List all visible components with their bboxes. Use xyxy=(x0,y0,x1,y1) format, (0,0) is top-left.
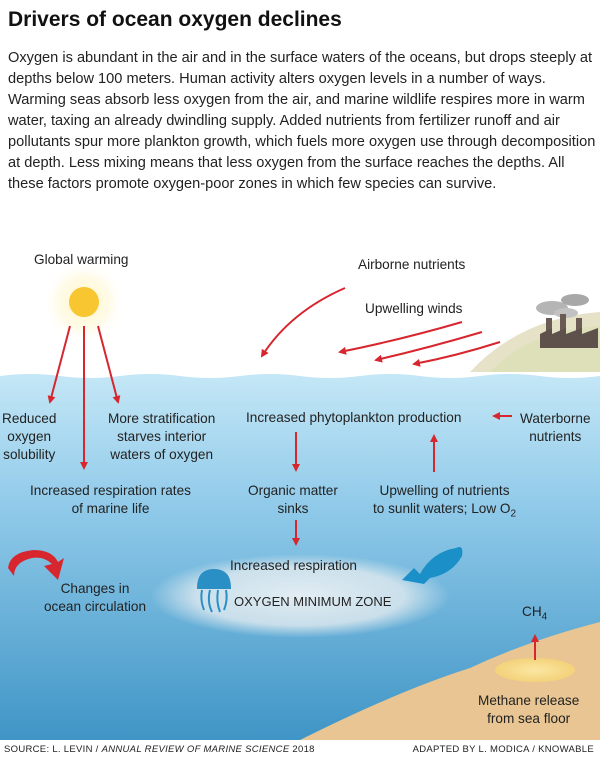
label-upwelling-winds: Upwelling winds xyxy=(365,301,463,316)
arrow-upwelling-wind-3 xyxy=(412,341,501,367)
arrow-upwelling-wind-1 xyxy=(338,321,463,355)
factory-icon xyxy=(536,294,598,348)
label-waterborne-nutrients: Waterborne nutrients xyxy=(520,411,591,444)
fish-icon xyxy=(402,547,463,584)
label-respiration-rates: Increased respiration rates of marine li… xyxy=(30,483,191,516)
arrow-airborne-nutrients xyxy=(260,287,346,358)
label-global-warming: Global warming xyxy=(34,252,129,267)
adapted-credit: ADAPTED BY L. MODICA / KNOWABLE xyxy=(412,744,594,755)
source-credit: SOURCE: L. LEVIN / ANNUAL REVIEW OF MARI… xyxy=(4,744,315,755)
label-increased-respiration: Increased respiration xyxy=(230,558,357,573)
intro-paragraph: Oxygen is abundant in the air and in the… xyxy=(8,50,596,192)
label-stratification: More stratification starves interior wat… xyxy=(108,411,216,462)
label-oxygen-minimum-zone: OXYGEN MINIMUM ZONE xyxy=(234,594,392,609)
diagram-title: Drivers of ocean oxygen declines xyxy=(8,8,342,31)
arrow-sun-to-solubility xyxy=(47,325,71,404)
label-ch4: CH4 xyxy=(522,604,548,623)
arrow-sun-to-stratification xyxy=(97,325,121,404)
circulation-arrow xyxy=(8,550,64,580)
arrow-upwelling-wind-2 xyxy=(374,331,483,363)
ocean-diagram xyxy=(0,260,600,740)
label-organic-matter: Organic matter sinks xyxy=(248,483,338,516)
label-airborne-nutrients: Airborne nutrients xyxy=(358,257,466,272)
label-methane-release: Methane release from sea floor xyxy=(478,693,580,726)
jellyfish-icon xyxy=(196,568,232,613)
label-ocean-circulation: Changes in ocean circulation xyxy=(44,581,147,614)
label-reduced-solubility: Reduced oxygen solubility xyxy=(2,411,57,462)
label-upwelling-nutrients: Upwelling of nutrients to sunlit waters;… xyxy=(373,483,517,520)
methane-vent xyxy=(495,658,575,682)
sea-floor xyxy=(300,622,600,740)
label-phytoplankton: Increased phytoplankton production xyxy=(246,410,462,425)
sun-icon xyxy=(69,287,99,317)
